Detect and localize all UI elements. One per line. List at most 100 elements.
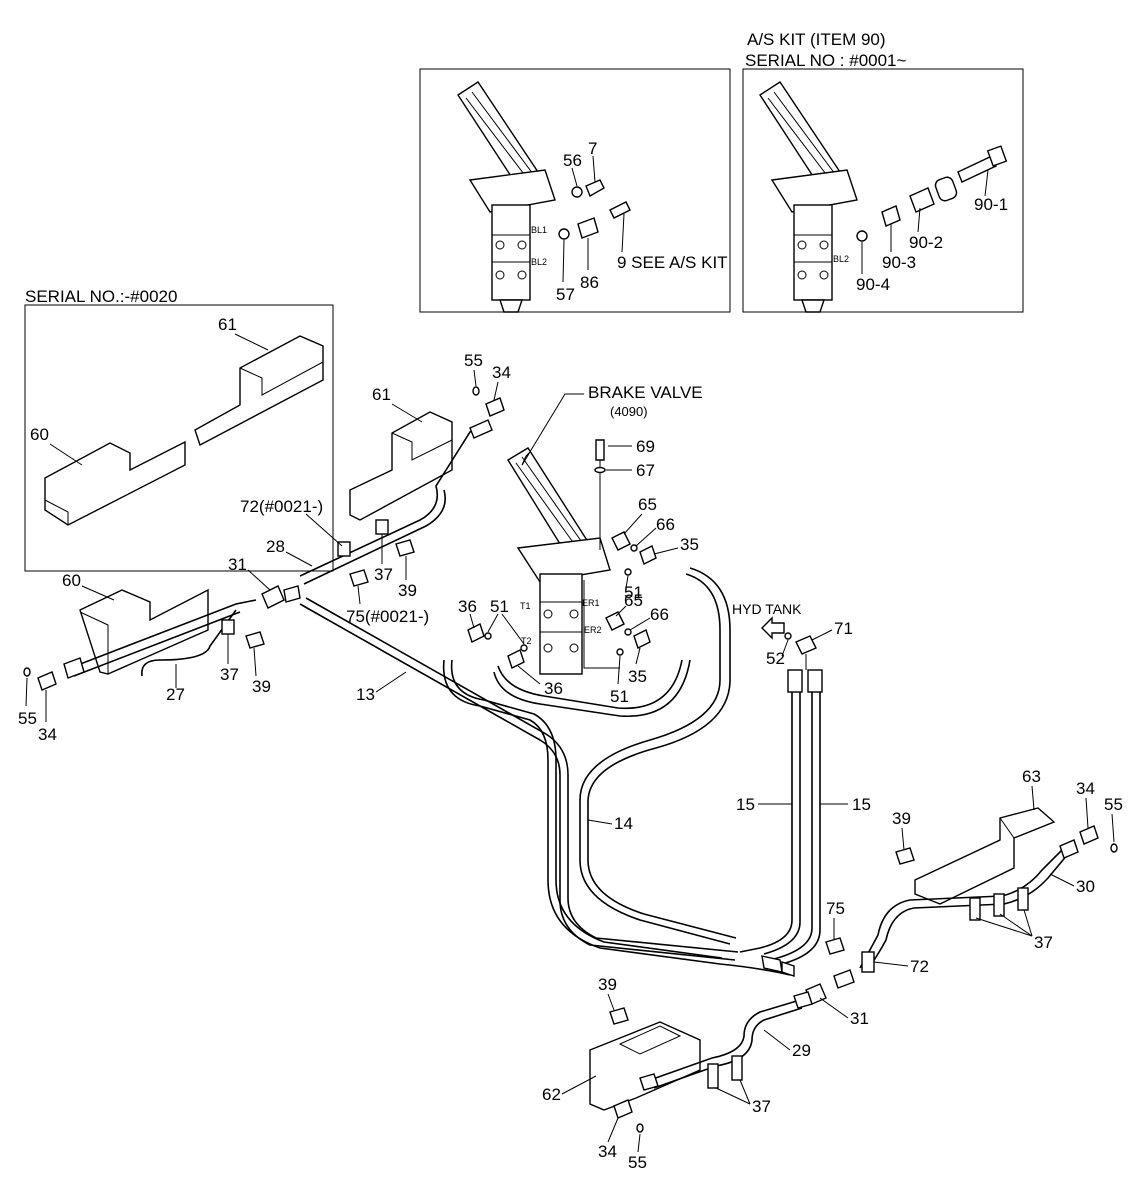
callout-15-b: 15 [852, 795, 871, 814]
part-34-elbow-left [37, 671, 57, 691]
part-90-1-boot [934, 176, 958, 202]
callout-55-right: 55 [1104, 795, 1123, 814]
guard-plate-62 [589, 1021, 701, 1111]
part-65-fitting-b [605, 611, 625, 631]
part-55-oring-left [23, 667, 31, 677]
part-35-elbow-b [633, 629, 651, 649]
port-er2: ER2 [584, 625, 602, 635]
part-55-oring-top [472, 386, 480, 396]
guard-plate-63 [914, 807, 1056, 905]
callout-72-a: 72(#0021-) [240, 497, 323, 516]
callout-37-c: 37 [1034, 933, 1053, 952]
part-37-clamp-d1 [707, 1063, 719, 1089]
part-51-oring-b2 [520, 644, 528, 652]
part-55-oring-right [1110, 843, 1118, 853]
part-36-fitting-a [467, 623, 485, 643]
heading-serial-from: SERIAL NO : #0001~ [745, 51, 907, 70]
callout-36-b: 36 [544, 679, 563, 698]
callout-39-d: 39 [598, 975, 617, 994]
callout-34-left: 34 [38, 725, 57, 744]
part-37-clamp-b [221, 619, 235, 635]
callout-51-b: 51 [490, 597, 509, 616]
inset-box-brake-valve-ports [419, 68, 731, 313]
part-39-bolt-c [895, 847, 915, 865]
brake-valve-drawing-inset-2 [759, 81, 858, 313]
callout-34-top: 34 [492, 363, 511, 382]
callout-7: 7 [588, 139, 597, 158]
callout-75-a: 75(#0021-) [346, 607, 429, 626]
callout-34-right: 34 [1076, 779, 1095, 798]
guard-plates-inset [44, 335, 324, 526]
port-bl2-inset: BL2 [531, 257, 547, 267]
callout-86: 86 [580, 273, 599, 292]
callout-28: 28 [266, 537, 285, 556]
heading-serial-to: SERIAL NO.:-#0020 [25, 287, 177, 306]
part-37-clamp-c1 [969, 897, 981, 921]
callout-67: 67 [636, 461, 655, 480]
callout-72-b: 72 [910, 957, 929, 976]
part-57-washer [558, 228, 570, 240]
callout-56: 56 [563, 151, 582, 170]
part-90-2-switch [909, 187, 935, 213]
callout-69: 69 [636, 437, 655, 456]
part-51-oring-c [616, 648, 624, 656]
brake-valve-drawing-inset-1 [457, 81, 556, 313]
heading-as-kit: A/S KIT (ITEM 90) [747, 30, 886, 49]
callout-35-b: 35 [628, 667, 647, 686]
part-90-3-adapter [881, 205, 901, 227]
part-66-oring-b [624, 628, 632, 636]
part-52-oring [784, 632, 792, 640]
callout-75-b: 75 [826, 899, 845, 918]
callout-65-b: 65 [624, 591, 643, 610]
part-39-bolt-d [609, 1007, 629, 1025]
port-t2: T2 [521, 636, 532, 646]
callout-65-a: 65 [638, 495, 657, 514]
callout-55-left: 55 [18, 709, 37, 728]
brake-valve-code: (4090) [610, 404, 648, 419]
port-bl1-inset: BL1 [531, 225, 547, 235]
part-75-bolt-b [825, 937, 845, 955]
brake-valve-main [507, 447, 611, 675]
callout-14: 14 [614, 814, 633, 833]
part-7-plug [585, 179, 605, 198]
pipe-30 [859, 847, 1065, 969]
part-71-tee [795, 635, 817, 655]
part-67-washer [594, 466, 606, 474]
part-90-4-washer [856, 230, 868, 242]
callout-52: 52 [766, 649, 785, 668]
hyd-tank-arrow [761, 616, 785, 640]
callout-57: 57 [556, 285, 575, 304]
port-t1: T1 [520, 601, 531, 611]
brake-valve-label: BRAKE VALVE [588, 383, 703, 402]
callout-35-a: 35 [680, 535, 699, 554]
part-31-tee-a [261, 585, 285, 609]
callout-63: 63 [1022, 767, 1041, 786]
part-39-bolt-a [395, 539, 415, 557]
part-72-clamp [861, 951, 875, 973]
pipe-28 [299, 423, 487, 577]
hyd-tank-label: HYD TANK [732, 601, 802, 617]
port-er1: ER1 [582, 598, 600, 608]
callout-30: 30 [1076, 877, 1095, 896]
callout-55-top: 55 [464, 351, 483, 370]
part-9-switch [609, 201, 631, 219]
callout-37-d: 37 [752, 1097, 771, 1116]
callout-62: 62 [542, 1085, 561, 1104]
callout-60: 60 [62, 571, 81, 590]
part-51-oring-b1 [484, 632, 492, 640]
callout-66-b: 66 [650, 605, 669, 624]
part-37-clamp-a [375, 519, 389, 535]
inset-box-as-kit [742, 68, 1024, 313]
part-69-bolt [595, 439, 605, 461]
callout-37-b: 37 [220, 665, 239, 684]
callout-61-inset: 61 [218, 315, 237, 334]
part-86-adapter [577, 217, 599, 239]
callout-51-a: 51 [624, 583, 643, 602]
guard-plate-61 [349, 411, 453, 521]
part-90-1-connector [957, 155, 997, 183]
callout-60-inset: 60 [30, 425, 49, 444]
guard-plate-60 [79, 588, 209, 675]
callout-9: 9 SEE A/S KIT [617, 253, 728, 272]
callout-29: 29 [792, 1041, 811, 1060]
